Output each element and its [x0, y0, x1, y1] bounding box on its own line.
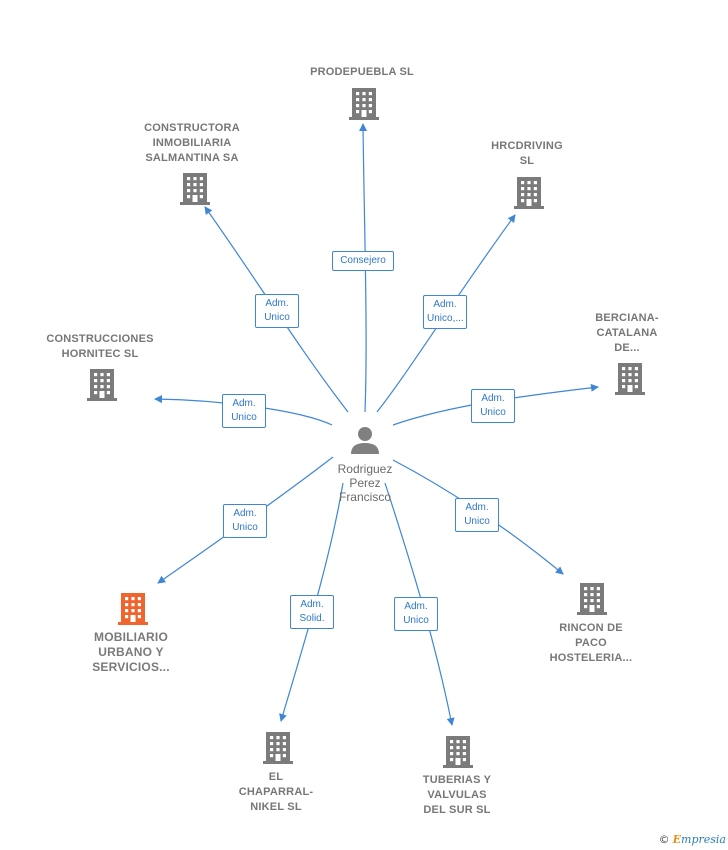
- building-icon-mobiliario[interactable]: [118, 593, 148, 625]
- company-label-line: INMOBILIARIA: [152, 137, 232, 149]
- company-label-line: CHAPARRAL-: [238, 786, 314, 798]
- company-label-line: HOSTELERIA...: [549, 652, 633, 664]
- building-icon-chaparral[interactable]: [263, 732, 293, 764]
- company-label-line: PRODEPUEBLA SL: [310, 66, 414, 78]
- relation-box-mobiliario[interactable]: Adm. Unico: [223, 504, 267, 538]
- person-label-line: Rodriguez: [337, 462, 393, 476]
- relation-box-berciana[interactable]: Adm. Unico: [471, 389, 515, 423]
- relation-line: Unico: [403, 615, 429, 626]
- relation-box-rincon[interactable]: Adm. Unico: [455, 498, 499, 532]
- company-label-line: DE...: [614, 342, 640, 354]
- copyright-icon: ©: [658, 833, 670, 846]
- company-label-hornitec[interactable]: CONSTRUCCIONES HORNITEC SL: [25, 332, 175, 362]
- relation-line: Adm.: [404, 601, 428, 612]
- company-label-line: SALMANTINA SA: [145, 152, 239, 164]
- company-label-chaparral[interactable]: EL CHAPARRAL- NIKEL SL: [216, 770, 336, 815]
- company-label-line: HORNITEC SL: [61, 348, 139, 360]
- company-label-line: HRCDRIVING: [491, 140, 563, 152]
- relation-line: Unico,...: [427, 313, 464, 324]
- company-label-line: PACO: [575, 637, 607, 649]
- company-label-line: TUBERIAS Y: [422, 774, 492, 786]
- relation-line: Adm.: [232, 398, 256, 409]
- relation-box-hrcdriving[interactable]: Adm. Unico,...: [423, 295, 467, 329]
- relation-box-constructora[interactable]: Adm. Unico: [255, 294, 299, 328]
- building-icon-constructora[interactable]: [180, 173, 210, 205]
- company-label-line: BERCIANA-: [595, 312, 659, 324]
- relation-line: Unico: [480, 407, 506, 418]
- person-icon: [351, 427, 379, 454]
- building-icon-hrcdriving[interactable]: [514, 177, 544, 209]
- company-label-line: SL: [519, 155, 535, 167]
- edge-prodepuebla: [359, 123, 368, 413]
- brand-name: mpresia: [681, 833, 726, 846]
- company-label-line: EL: [268, 771, 284, 783]
- company-label-line: CONSTRUCCIONES: [46, 333, 154, 345]
- relation-box-hornitec[interactable]: Adm. Unico: [222, 394, 266, 428]
- company-label-rincon[interactable]: RINCON DE PACO HOSTELERIA...: [531, 621, 651, 666]
- building-icon-berciana[interactable]: [615, 363, 645, 395]
- relation-line: Unico: [264, 312, 290, 323]
- relation-box-prodepuebla[interactable]: Consejero: [332, 251, 394, 271]
- company-label-line: RINCON DE: [559, 622, 623, 634]
- relation-line: Solid.: [299, 613, 325, 624]
- relation-box-chaparral[interactable]: Adm. Solid.: [290, 595, 334, 629]
- relation-line: Unico: [464, 516, 490, 527]
- relation-line: Adm.: [233, 508, 257, 519]
- company-label-line: SERVICIOS...: [92, 660, 170, 674]
- company-label-line: URBANO Y: [98, 645, 164, 659]
- company-label-tuberias[interactable]: TUBERIAS Y VALVULAS DEL SUR SL: [397, 773, 517, 818]
- relation-box-tuberias[interactable]: Adm. Unico: [394, 597, 438, 631]
- company-label-prodepuebla[interactable]: PRODEPUEBLA SL: [287, 65, 437, 80]
- relation-line: Adm.: [465, 502, 489, 513]
- building-icon-hornitec[interactable]: [87, 369, 117, 401]
- company-label-constructora[interactable]: CONSTRUCTORA INMOBILIARIA SALMANTINA SA: [117, 121, 267, 166]
- person-label-line: Francisco: [338, 490, 391, 504]
- company-label-line: NIKEL SL: [250, 801, 302, 813]
- company-label-line: CONSTRUCTORA: [144, 122, 240, 134]
- company-label-hrcdriving[interactable]: HRCDRIVING SL: [467, 139, 587, 169]
- company-label-line: DEL SUR SL: [423, 804, 491, 816]
- building-icon-rincon[interactable]: [577, 583, 607, 615]
- company-label-berciana[interactable]: BERCIANA- CATALANA DE...: [572, 311, 682, 356]
- company-label-line: CATALANA: [596, 327, 658, 339]
- relation-line: Adm.: [433, 299, 457, 310]
- relation-line: Unico: [231, 412, 257, 423]
- building-icon-tuberias[interactable]: [443, 736, 473, 768]
- company-label-line: VALVULAS: [427, 789, 487, 801]
- relation-line: Adm.: [300, 599, 324, 610]
- footer-brand: ©Empresia: [659, 833, 726, 846]
- relation-line: Adm.: [481, 393, 505, 404]
- company-label-line: MOBILIARIO: [94, 630, 168, 644]
- relation-line: Adm.: [265, 298, 289, 309]
- person-label-line: Perez: [349, 476, 381, 490]
- relation-line: Consejero: [340, 255, 386, 266]
- relation-line: Unico: [232, 522, 258, 533]
- building-icon-prodepuebla[interactable]: [349, 88, 379, 120]
- brand-initial: E: [672, 833, 682, 846]
